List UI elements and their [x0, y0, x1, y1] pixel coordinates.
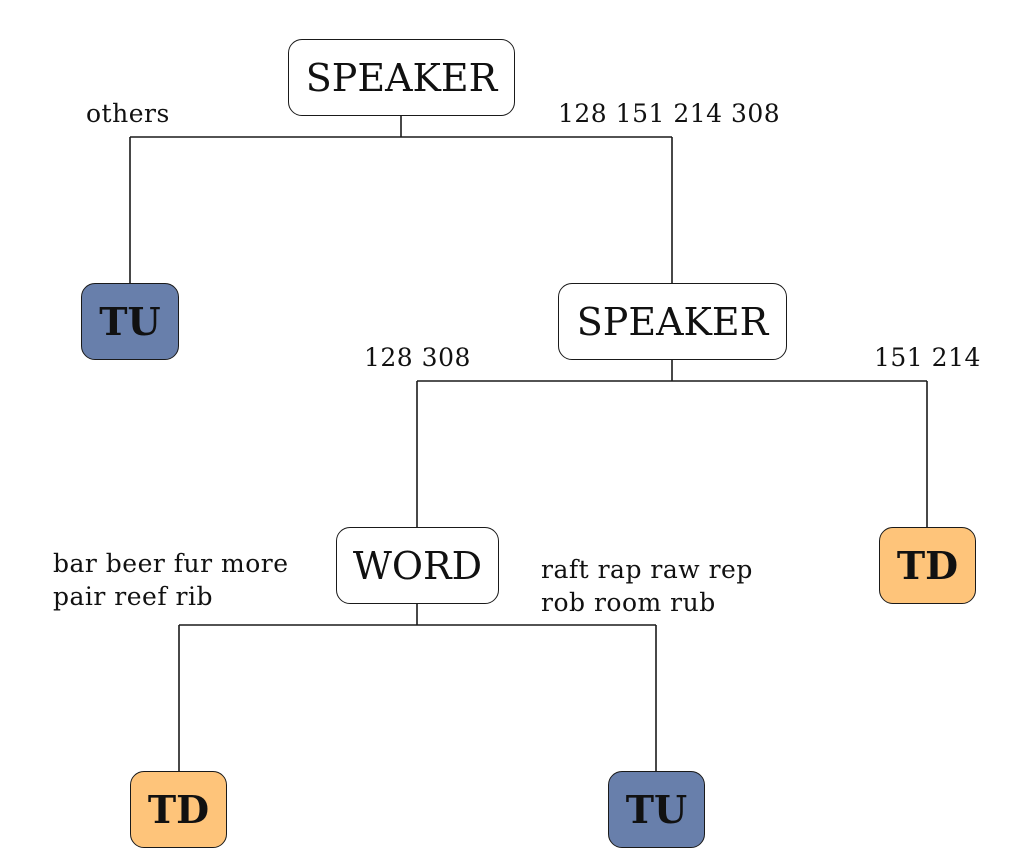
leaf-tu-top: TU: [81, 283, 179, 360]
leaf-td-bottom: TD: [130, 771, 227, 848]
leaf-tu-bottom: TU: [608, 771, 705, 848]
speaker2-label: SPEAKER: [576, 299, 769, 344]
edge-label-others: others: [86, 99, 170, 128]
word-label: WORD: [352, 543, 483, 588]
leaf-td-mid-label: TD: [896, 543, 959, 588]
word-node: WORD: [336, 527, 499, 604]
edge-label-word-left: bar beer fur more pair reef rib: [53, 549, 289, 611]
leaf-td-mid: TD: [879, 527, 976, 604]
root-speaker-label: SPEAKER: [305, 55, 498, 100]
leaf-tu-top-label: TU: [99, 299, 161, 344]
root-speaker-node: SPEAKER: [288, 39, 515, 116]
speaker2-node: SPEAKER: [558, 283, 787, 360]
edge-label-speaker2-left: 128 308: [364, 343, 471, 372]
edge-label-speaker2-right: 151 214: [874, 343, 981, 372]
leaf-tu-bottom-label: TU: [625, 787, 688, 832]
edge-label-word-right: raft rap raw rep rob room rub: [541, 555, 753, 617]
edge-label-root-right: 128 151 214 308: [558, 99, 781, 128]
leaf-td-bottom-label: TD: [147, 787, 210, 832]
